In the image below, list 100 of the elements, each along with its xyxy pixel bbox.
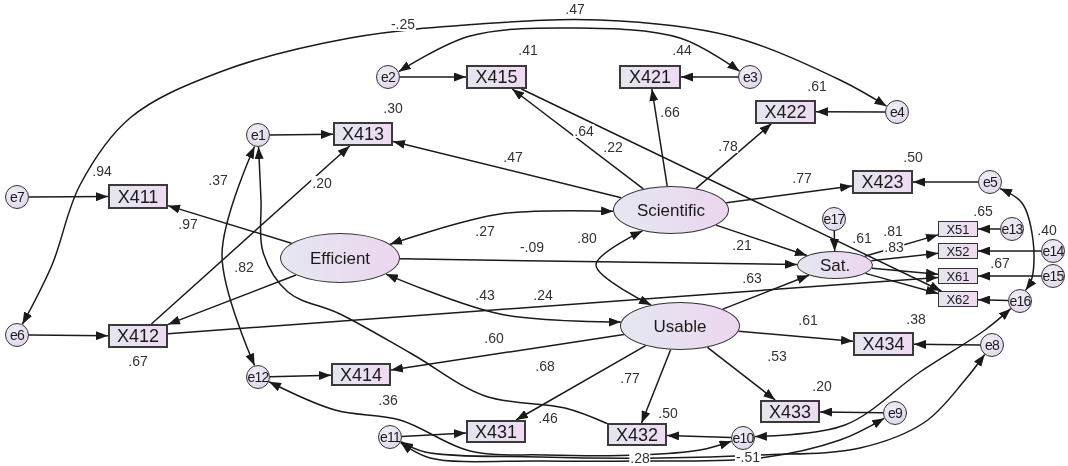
double-headed-arrow bbox=[400, 353, 986, 459]
arrow bbox=[913, 339, 981, 349]
arrow bbox=[167, 273, 939, 335]
arrow bbox=[977, 246, 1042, 256]
observed-variable-box: X61 bbox=[938, 268, 978, 284]
arrow bbox=[977, 271, 1042, 281]
arrow bbox=[399, 258, 798, 269]
arrow bbox=[977, 224, 1001, 234]
arrow bbox=[666, 431, 732, 441]
value-label: .38 bbox=[906, 312, 926, 326]
edge-label: .27 bbox=[474, 224, 496, 238]
double-headed-arrow bbox=[221, 145, 256, 367]
arrow bbox=[864, 272, 939, 295]
value-label: .65 bbox=[973, 204, 993, 218]
error-term-circle: e1 bbox=[246, 123, 270, 147]
latent-variable-ellipse: Usable bbox=[620, 302, 740, 350]
observed-variable-box: X434 bbox=[853, 332, 914, 356]
observed-variable-box: X51 bbox=[938, 221, 978, 237]
observed-variable-box: X423 bbox=[852, 170, 913, 194]
error-term-circle: e15 bbox=[1041, 264, 1065, 288]
arrow bbox=[401, 429, 467, 439]
value-label: .41 bbox=[518, 43, 538, 57]
value-label: .36 bbox=[378, 393, 398, 407]
arrow bbox=[737, 330, 854, 345]
error-term-circle: e5 bbox=[978, 170, 1002, 194]
arrow bbox=[871, 267, 939, 278]
observed-variable-box: X62 bbox=[938, 291, 978, 307]
latent-variable-ellipse: Efficient bbox=[280, 233, 400, 283]
error-term-circle: e2 bbox=[376, 65, 400, 89]
error-term-circle: e16 bbox=[1008, 289, 1032, 313]
error-term-circle: e11 bbox=[378, 425, 402, 449]
edge-label: .21 bbox=[731, 238, 753, 252]
arrow bbox=[912, 177, 979, 187]
arrow bbox=[150, 145, 351, 325]
edge-label: -.25 bbox=[389, 17, 417, 31]
value-label: .50 bbox=[658, 406, 678, 420]
arrow bbox=[269, 129, 334, 139]
edge-label: .97 bbox=[177, 217, 199, 231]
edge-label: .40 bbox=[1036, 223, 1058, 237]
value-label: .61 bbox=[852, 231, 872, 245]
value-label: .61 bbox=[807, 79, 827, 93]
arrow bbox=[819, 407, 884, 417]
edge-label: .64 bbox=[573, 124, 595, 138]
observed-variable-box: X414 bbox=[331, 363, 391, 386]
arrow bbox=[640, 348, 672, 424]
edge-label: -.09 bbox=[518, 240, 546, 254]
edge-label: .43 bbox=[474, 288, 496, 302]
value-label: .20 bbox=[812, 379, 832, 393]
double-headed-arrow bbox=[268, 381, 733, 457]
arrow bbox=[649, 88, 668, 187]
observed-variable-box: X412 bbox=[108, 324, 168, 348]
arrow bbox=[28, 331, 109, 341]
observed-variable-box: X431 bbox=[466, 420, 526, 443]
edge-label: .81 bbox=[882, 224, 904, 238]
arrow bbox=[520, 88, 943, 292]
double-headed-arrow bbox=[754, 307, 1012, 441]
observed-variable-box: X432 bbox=[607, 423, 667, 446]
arrow bbox=[515, 344, 647, 421]
edge-label: .53 bbox=[766, 349, 788, 363]
arrow bbox=[511, 88, 645, 190]
edge-label: .28 bbox=[629, 451, 651, 465]
observed-variable-box: X433 bbox=[760, 400, 820, 423]
edge-label: .77 bbox=[619, 371, 641, 385]
double-headed-arrow bbox=[595, 230, 652, 306]
arrow bbox=[269, 371, 332, 380]
edge-label: .24 bbox=[532, 288, 554, 302]
edge-label: .22 bbox=[602, 140, 624, 154]
error-term-circle: e14 bbox=[1041, 239, 1065, 263]
edge-label: .83 bbox=[883, 240, 905, 254]
arrow bbox=[706, 346, 776, 401]
error-term-circle: e10 bbox=[731, 426, 755, 450]
arrow bbox=[829, 230, 839, 252]
observed-variable-box: X421 bbox=[619, 65, 681, 89]
value-label: .94 bbox=[92, 164, 112, 178]
edge-label: .37 bbox=[207, 173, 229, 187]
error-term-circle: e13 bbox=[1000, 217, 1024, 241]
double-headed-arrow bbox=[399, 417, 885, 463]
value-label: .46 bbox=[538, 411, 558, 425]
error-term-circle: e4 bbox=[885, 100, 909, 124]
latent-variable-ellipse: Scientific bbox=[613, 186, 729, 234]
arrow bbox=[167, 204, 293, 244]
double-headed-arrow bbox=[999, 187, 1037, 292]
edge-label: .80 bbox=[576, 231, 598, 245]
error-term-circle: e8 bbox=[980, 333, 1004, 357]
double-headed-arrow bbox=[398, 27, 741, 73]
edge-label: .20 bbox=[311, 176, 333, 190]
arrow bbox=[725, 183, 853, 204]
arrow bbox=[870, 250, 939, 262]
observed-variable-box: X422 bbox=[755, 99, 816, 124]
edge-label: -.51 bbox=[734, 450, 762, 464]
observed-variable-box: X52 bbox=[938, 243, 978, 259]
latent-variable-ellipse: Sat. bbox=[797, 251, 873, 279]
edge-label: .60 bbox=[483, 331, 505, 345]
edge-label: .78 bbox=[717, 139, 739, 153]
error-term-circle: e9 bbox=[883, 401, 907, 425]
value-label: .50 bbox=[903, 150, 923, 164]
observed-variable-box: X413 bbox=[333, 122, 393, 146]
arrow bbox=[695, 122, 773, 190]
double-headed-arrow bbox=[21, 18, 888, 325]
arrow bbox=[977, 295, 1009, 305]
